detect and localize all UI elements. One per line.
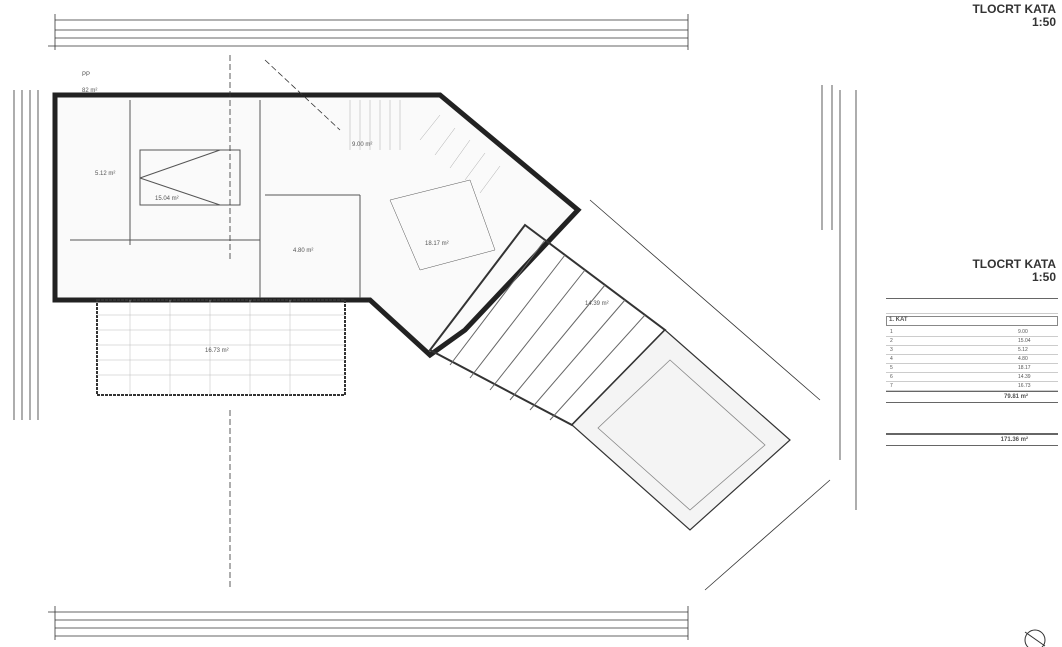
sheet-title-side: TLOCRT KATA 1:50	[972, 258, 1056, 284]
dimension-lines-top	[48, 14, 689, 50]
title-text: TLOCRT KATA	[972, 257, 1056, 271]
scale-text: 1:50	[1031, 15, 1056, 29]
title-text: TLOCRT KATA	[972, 2, 1056, 16]
level-code: PP	[82, 72, 90, 78]
cell-area: 9.00	[1018, 329, 1028, 335]
dimension-lines-left	[13, 90, 39, 420]
cell-area: 15.04	[1018, 338, 1031, 344]
cell-no: 5	[890, 365, 893, 371]
terrace	[96, 299, 346, 396]
interior-walls	[70, 100, 361, 298]
deck-inner	[597, 359, 766, 511]
room-7-label: 16.73 m²	[205, 348, 229, 354]
cell-no: 6	[890, 374, 893, 380]
pergola-beams	[449, 239, 646, 421]
cell-area: 18.17	[1018, 365, 1031, 371]
cell-area: 14.39	[1018, 374, 1031, 380]
section-lines	[229, 55, 341, 590]
table-header	[886, 290, 1058, 299]
table-section: 1. KAT	[886, 316, 1058, 326]
cell-no: 4	[890, 356, 893, 362]
exterior-walls	[52, 92, 582, 359]
table2-rows	[886, 413, 1058, 434]
stair-and-hatching	[349, 100, 501, 271]
cell-area: 5.12	[1018, 347, 1028, 353]
room-3-label: 5.12 m²	[95, 171, 115, 177]
sheet-title-top: TLOCRT KATA 1:50	[972, 3, 1056, 29]
table-total: 79.81 m²	[886, 391, 1058, 403]
cell-no: 1	[890, 329, 893, 335]
cell-no: 3	[890, 347, 893, 353]
table-subheader	[886, 299, 1058, 314]
level-area: 82 m²	[82, 88, 97, 94]
room-5-label: 18.17 m²	[425, 241, 449, 247]
cell-area: 4.80	[1018, 356, 1028, 362]
room-2-label: 15.04 m²	[155, 196, 179, 202]
cell-no: 2	[890, 338, 893, 344]
cell-no: 7	[890, 383, 893, 389]
terrace-tiles	[97, 300, 345, 395]
room-6-label: 14.39 m²	[585, 301, 609, 307]
north-arrow-icon	[1024, 629, 1046, 647]
table-grand-total: 171.36 m²	[886, 434, 1058, 446]
dimension-lines-bottom	[48, 606, 689, 640]
cell-area: 16.73	[1018, 383, 1031, 389]
outdoor-deck	[571, 329, 791, 531]
room-4-label: 4.80 m²	[293, 248, 313, 254]
scale-text: 1:50	[1031, 270, 1056, 284]
room-1-label: 9.00 m²	[352, 142, 372, 148]
dimension-lines-right	[589, 85, 857, 591]
